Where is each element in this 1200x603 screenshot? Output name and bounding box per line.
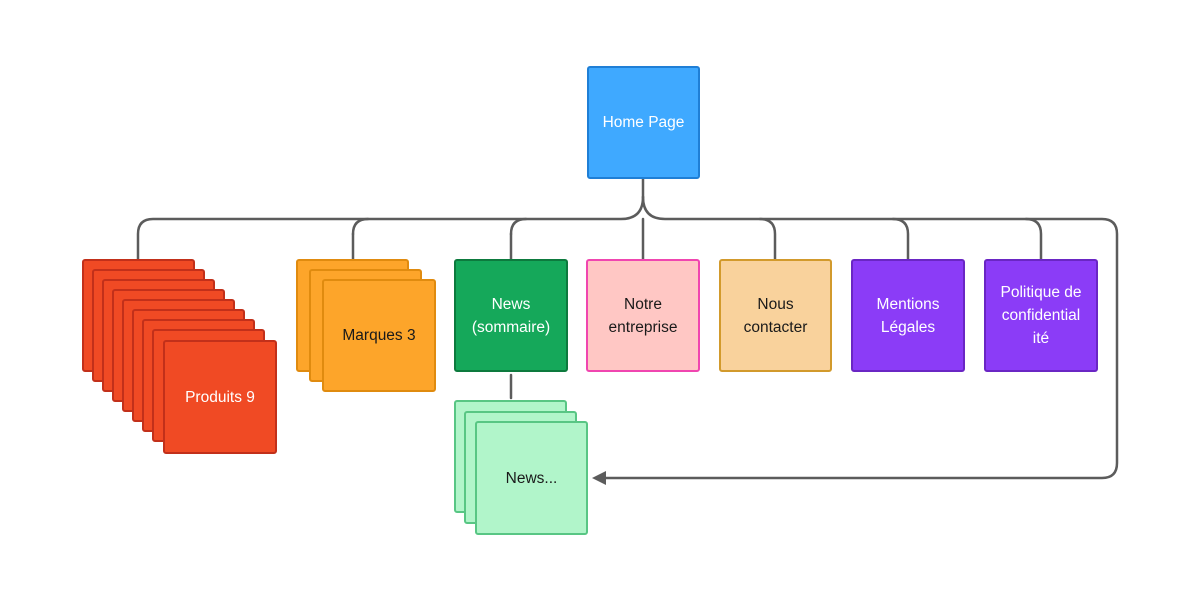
- connector-home-to-marques: [351, 217, 370, 236]
- node-politique-confidentialite-label: Politique de confidential ité: [1000, 284, 1082, 347]
- node-home-page[interactable]: Home Page: [587, 66, 700, 179]
- node-politique-confidentialite[interactable]: Politique de confidential ité: [984, 259, 1098, 372]
- connector-nous-drop: [758, 217, 777, 262]
- connector-home-to-news: [509, 217, 528, 236]
- connector-politique-drop: [1024, 217, 1043, 262]
- node-home-page-label: Home Page: [602, 114, 685, 131]
- node-produits[interactable]: Produits 9: [163, 340, 277, 454]
- node-nous-contacter[interactable]: Nous contacter: [719, 259, 832, 372]
- node-notre-entreprise[interactable]: Notre entreprise: [586, 259, 700, 372]
- arrow-head: [592, 471, 606, 485]
- node-marques-label: Marques 3: [342, 327, 416, 344]
- node-news-sommaire-label: News (sommaire): [471, 295, 551, 336]
- node-news-items-label: News...: [505, 469, 558, 487]
- node-nous-contacter-label: Nous contacter: [743, 295, 808, 336]
- node-marques[interactable]: Marques 3: [322, 279, 436, 392]
- connector-home-to-produits: [136, 195, 645, 262]
- node-notre-entreprise-label: Notre entreprise: [608, 295, 678, 336]
- node-produits-label: Produits 9: [185, 388, 255, 406]
- node-news-items[interactable]: News...: [475, 421, 588, 535]
- node-mentions-legales[interactable]: Mentions Légales: [851, 259, 965, 372]
- node-mentions-legales-label: Mentions Légales: [876, 295, 940, 336]
- connector-home-to-right: [603, 195, 1119, 480]
- connector-mentions-drop: [891, 217, 910, 262]
- node-news-sommaire[interactable]: News (sommaire): [454, 259, 568, 372]
